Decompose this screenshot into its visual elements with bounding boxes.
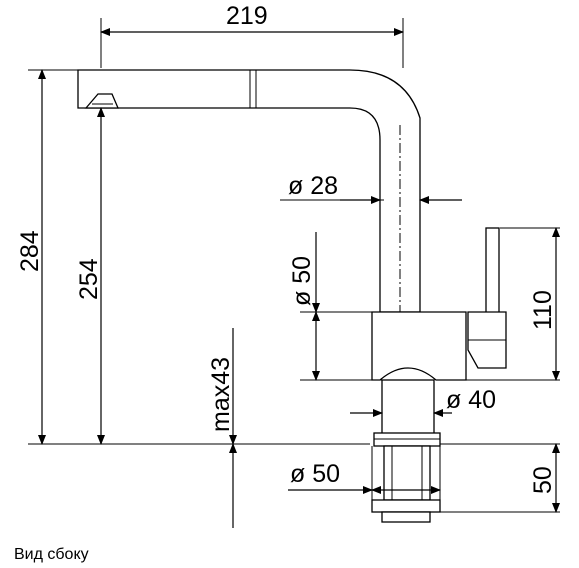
mixer-body [371,311,467,381]
label-height-spout: 254 [75,258,103,300]
spout [77,69,421,313]
label-height-total: 284 [16,230,44,272]
shank-end-nut [371,499,441,513]
dimension-lines [38,28,560,528]
dimension-labels: 219 284 254 max43 ø 28 ø 50 ø 40 110 50 … [16,2,557,494]
label-shank-length: 50 [529,466,557,494]
label-lever-height: 110 [529,290,557,330]
lever-stem [485,227,500,315]
extension-lines [28,18,560,513]
label-width: 219 [226,2,268,30]
faucet-outline [77,69,507,523]
label-tube-diameter: ø 28 [288,172,338,200]
view-caption: Вид сбоку [14,546,89,563]
label-base-diameter: ø 40 [446,386,496,414]
label-max-thickness: max43 [207,357,235,432]
label-shank-diameter: ø 50 [290,460,340,488]
label-body-diameter: ø 50 [288,256,316,306]
shank [383,445,431,501]
